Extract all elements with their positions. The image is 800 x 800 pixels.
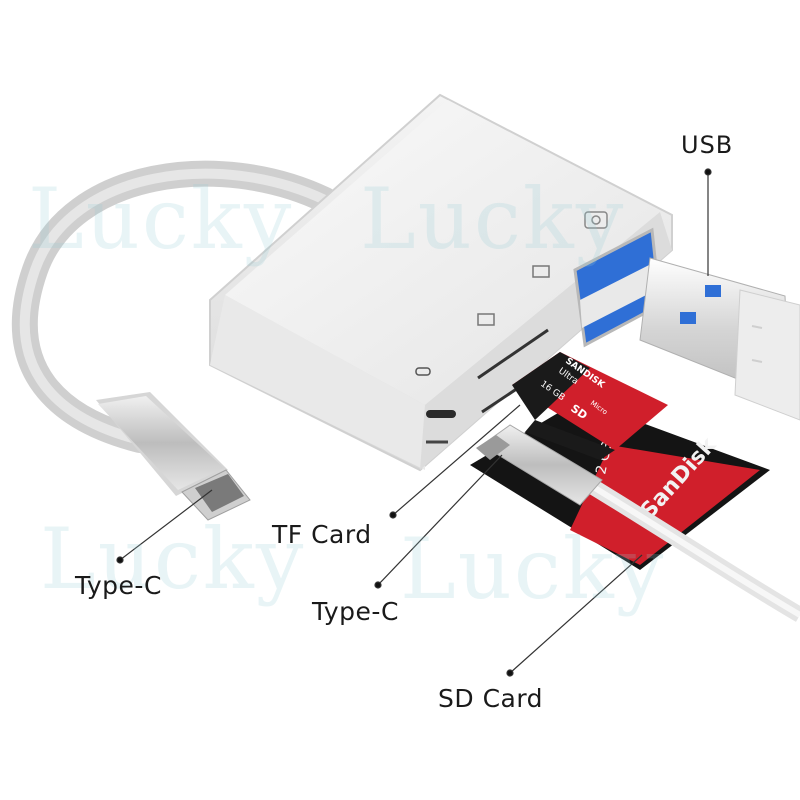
usb-contact (705, 285, 721, 297)
usb-label: USB (681, 131, 734, 159)
card-icon (532, 265, 550, 278)
sd-card: SanDisk 2 GB (470, 400, 770, 570)
usb-contact (680, 312, 696, 324)
adapter-body (209, 93, 673, 472)
type-c-plug-mid (476, 424, 800, 622)
sd-card-label: SD Card (438, 684, 544, 713)
usb-plug (639, 257, 800, 421)
tf-card-label: TF Card (272, 520, 372, 549)
card-icon (477, 313, 495, 326)
type-c-label-mid: Type-C (312, 597, 399, 626)
camera-icon (584, 211, 608, 229)
type-c-port-icon (415, 367, 431, 376)
type-c-label-left: Type-C (75, 571, 162, 600)
tf-card-slot (477, 328, 549, 380)
type-c-plug-left (96, 392, 251, 521)
type-c-cable (11, 160, 338, 453)
callout-lines (116, 168, 712, 677)
type-c-port (426, 410, 456, 418)
